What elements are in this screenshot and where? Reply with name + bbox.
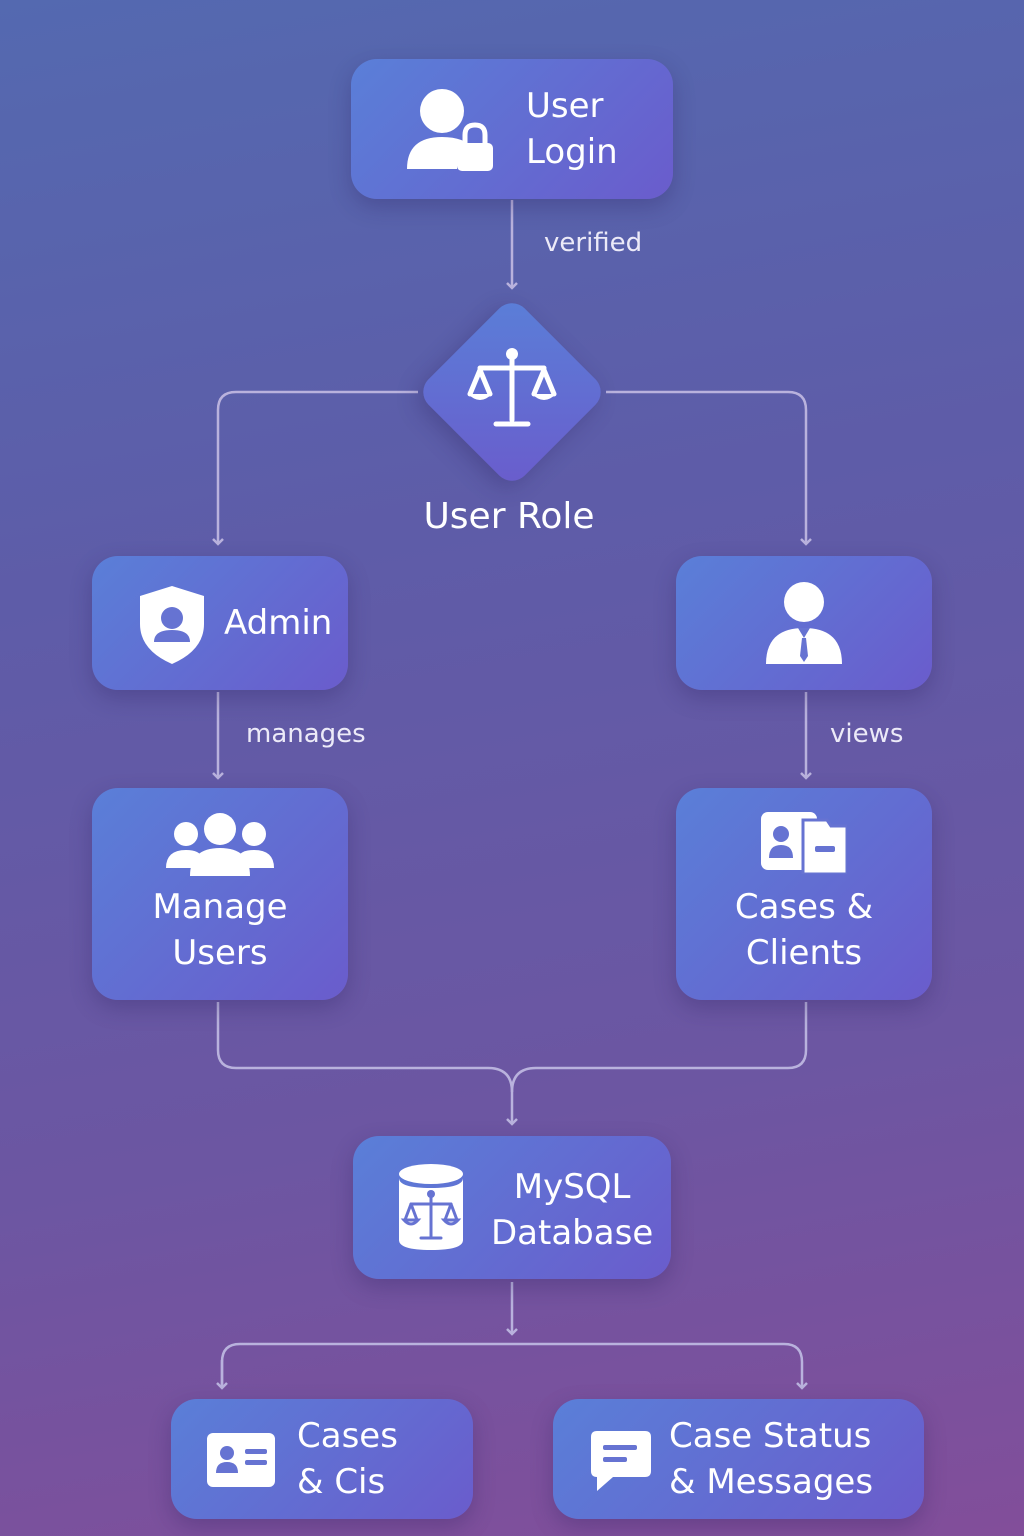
cases-clients-label-line2: Clients	[745, 933, 863, 973]
edge-label-views: views	[830, 719, 904, 749]
user-login-label-line2: Login	[526, 132, 618, 172]
person-tie-icon	[764, 580, 844, 666]
user-login-label-line1: User	[526, 86, 604, 126]
edge-label-verified: verified	[544, 228, 643, 258]
users-group-icon	[166, 812, 274, 878]
scales-of-justice-icon	[466, 342, 558, 438]
manage-users-label-line2: Users	[172, 933, 268, 973]
edge-label-manages: manages	[246, 719, 366, 749]
shield-user-icon	[138, 584, 206, 666]
id-card-icon	[207, 1433, 275, 1487]
lawyer-node[interactable]	[676, 556, 932, 690]
edge-cases-db	[510, 1002, 808, 1093]
cases-cis-label-line2: & Cis	[297, 1462, 386, 1502]
manage-users-label-line1: Manage	[152, 887, 288, 927]
cases-clients-label-line1: Cases &	[734, 887, 874, 927]
cases-clients-node[interactable]: Cases & Clients	[676, 788, 932, 1000]
manage-users-node[interactable]: Manage Users	[92, 788, 348, 1000]
status-label-line2: & Messages	[669, 1462, 874, 1502]
database-scales-icon	[397, 1162, 465, 1252]
cases-cis-node[interactable]: Cases & Cis	[171, 1399, 473, 1519]
mysql-database-node[interactable]: MySQL Database	[353, 1136, 671, 1279]
cases-cis-label-line1: Cases	[297, 1416, 398, 1456]
message-icon	[591, 1431, 651, 1491]
case-status-messages-node[interactable]: Case Status & Messages	[553, 1399, 924, 1519]
admin-label: Admin	[224, 603, 333, 643]
case-folder-icon	[761, 812, 847, 874]
edge-role-lawyer	[606, 390, 812, 546]
database-label-line2: Database	[491, 1213, 654, 1253]
user-lock-icon	[405, 85, 497, 173]
user-role-label: User Role	[423, 496, 595, 537]
edge-role-admin	[212, 390, 418, 546]
user-login-node[interactable]: User Login	[351, 59, 673, 199]
edge-db-split	[220, 1342, 808, 1390]
database-label-line1: MySQL	[513, 1167, 631, 1207]
status-label-line1: Case Status	[669, 1416, 872, 1456]
edge-manage-db	[216, 1002, 518, 1126]
admin-node[interactable]: Admin	[92, 556, 348, 690]
